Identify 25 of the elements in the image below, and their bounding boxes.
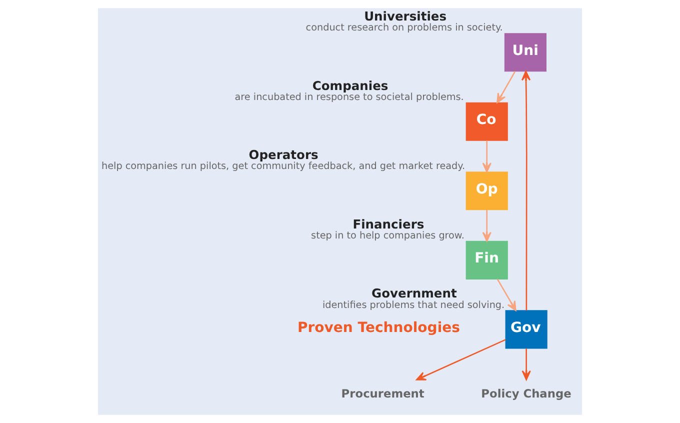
node-box: Gov bbox=[505, 310, 548, 349]
node-text: Policy Change bbox=[481, 386, 572, 401]
node-label: are incubated in response to societal problems. bbox=[234, 92, 464, 103]
node-box: Uni bbox=[504, 33, 546, 72]
node-label: identifies problems that need solving. bbox=[322, 300, 505, 311]
arrow bbox=[496, 71, 516, 104]
node-label: Universities bbox=[364, 10, 447, 24]
arrow bbox=[522, 348, 531, 380]
node-text: Procurement bbox=[341, 386, 424, 401]
arrow bbox=[482, 140, 492, 173]
node-label: Operators bbox=[248, 148, 318, 162]
node-label: conduct research on problems in society. bbox=[306, 22, 503, 34]
node-box: Fin bbox=[466, 240, 508, 280]
node-box: Op bbox=[466, 172, 508, 210]
node-label: Companies bbox=[312, 78, 388, 93]
node-label: help companies run pilots, get community feedback, and get market ready. bbox=[102, 161, 466, 172]
arrow bbox=[496, 278, 516, 312]
arrow bbox=[482, 210, 492, 242]
node-label: Financiers bbox=[352, 217, 424, 232]
node-box: Co bbox=[466, 102, 508, 141]
node-label: Government bbox=[372, 286, 457, 301]
label: Proven Technologies bbox=[297, 320, 460, 336]
node-label: step in to help companies grow. bbox=[311, 230, 465, 242]
arrow bbox=[521, 70, 531, 310]
arrow bbox=[416, 339, 506, 380]
